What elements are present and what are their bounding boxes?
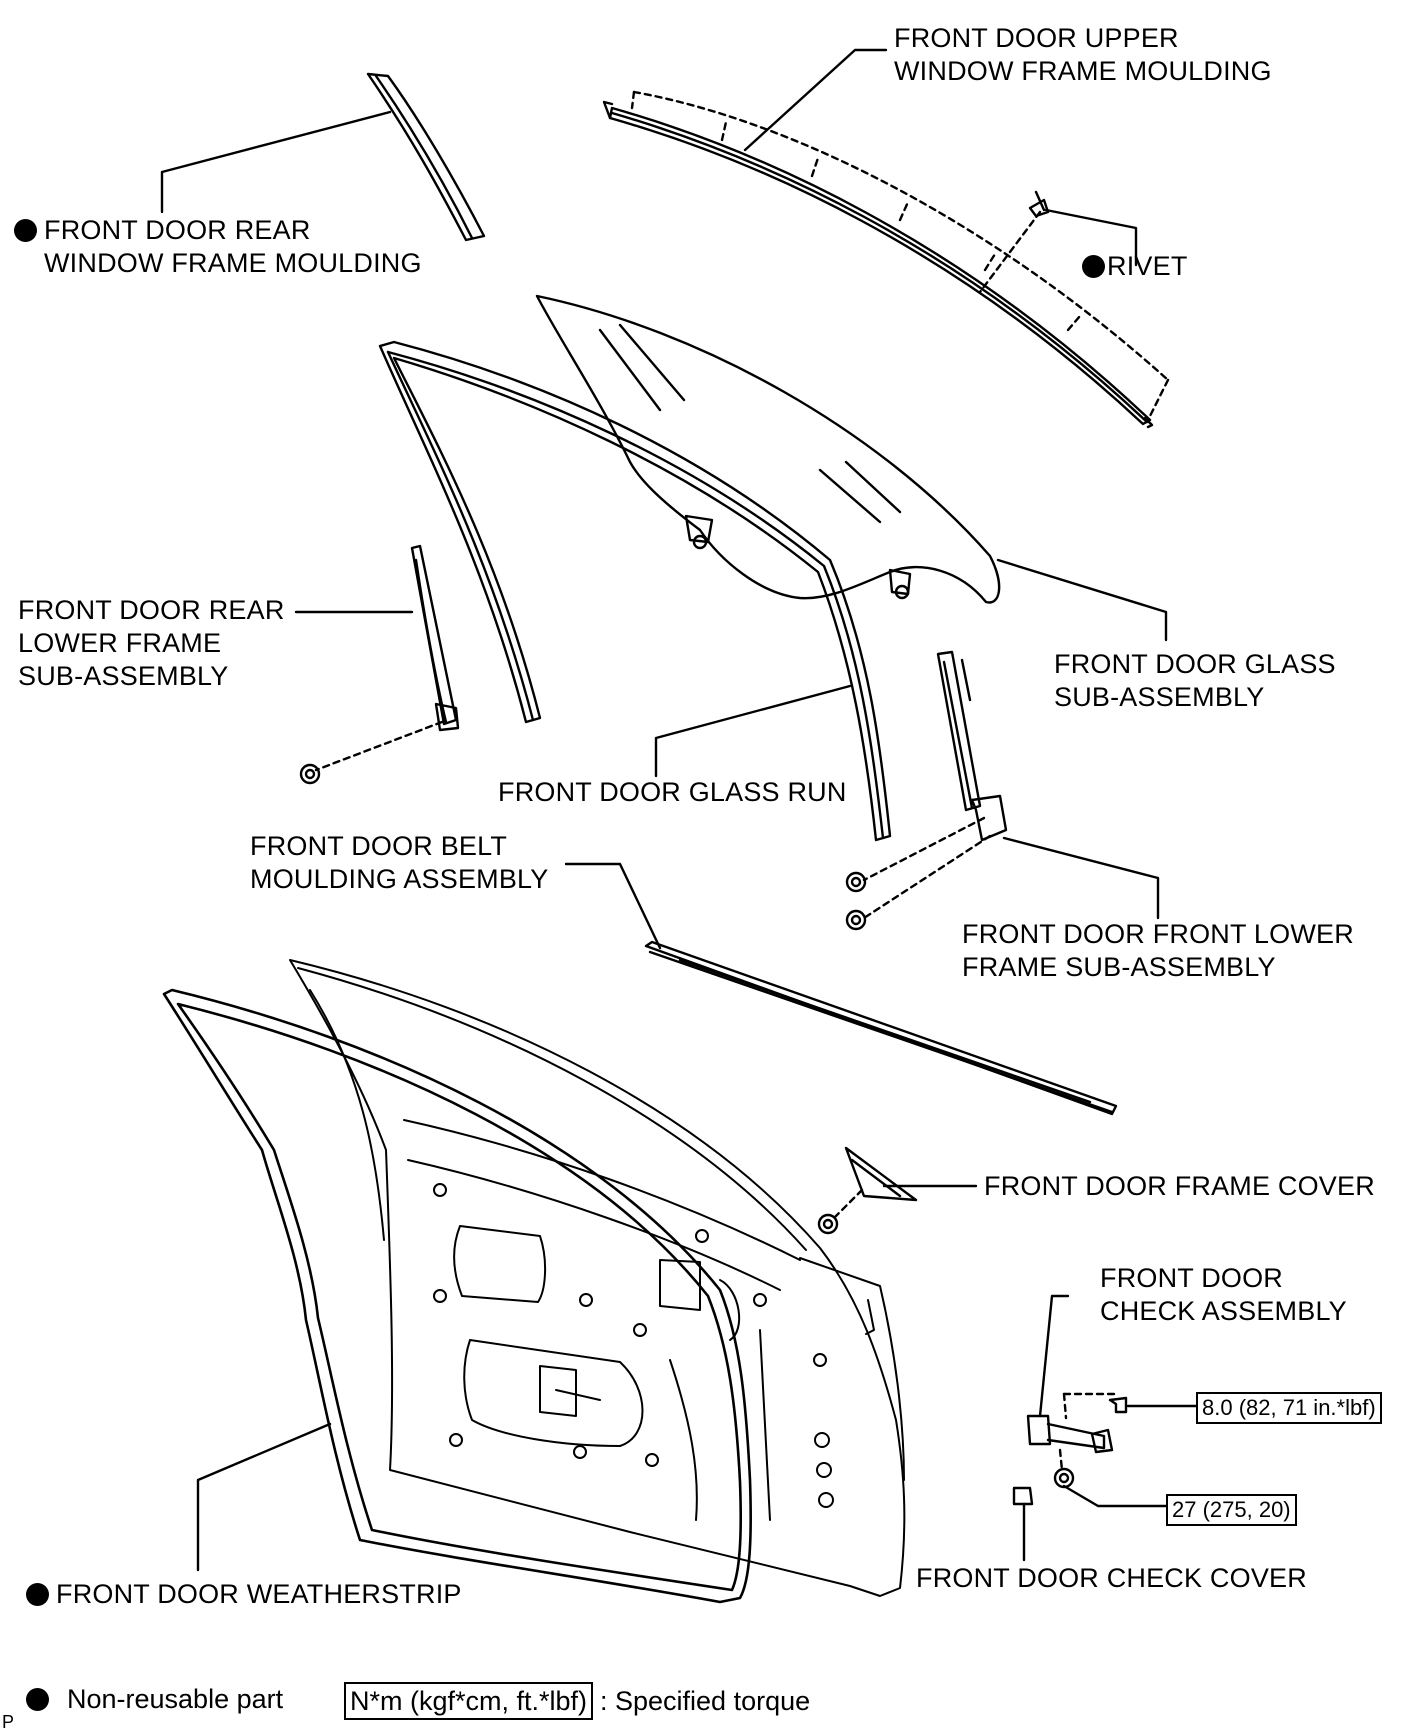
label-check-assembly: FRONT DOOR CHECK ASSEMBLY bbox=[1100, 1263, 1347, 1326]
weatherstrip bbox=[162, 988, 752, 1604]
leader-rivet bbox=[1044, 208, 1138, 267]
non-reusable-icon bbox=[26, 1583, 49, 1606]
leader-glass-run bbox=[654, 684, 852, 778]
label-check-cover: FRONT DOOR CHECK COVER bbox=[916, 1563, 1307, 1593]
torque-check-nut: 8.0 (82, 71 in.*lbf) bbox=[1196, 1392, 1382, 1424]
leader-weatherstrip bbox=[196, 1422, 332, 1572]
leader-torque-bolt bbox=[1062, 1484, 1168, 1508]
legend-torque-unit: N*m (kgf*cm, ft.*lbf) bbox=[344, 1682, 594, 1720]
label-rear-moulding: FRONT DOOR REAR WINDOW FRAME MOULDING bbox=[14, 214, 422, 280]
rivet bbox=[978, 190, 1050, 294]
label-rear-lower-frame: FRONT DOOR REAR LOWER FRAME SUB-ASSEMBLY bbox=[18, 595, 285, 691]
non-reusable-icon bbox=[14, 219, 37, 242]
leader-glass bbox=[996, 558, 1168, 642]
rear-window-frame-moulding bbox=[366, 72, 486, 242]
label-glass-run: FRONT DOOR GLASS RUN bbox=[498, 777, 847, 807]
leader-belt bbox=[564, 862, 662, 950]
torque-check-bolt: 27 (275, 20) bbox=[1166, 1494, 1297, 1526]
check-assembly bbox=[1012, 1392, 1128, 1506]
label-upper-moulding: FRONT DOOR UPPER WINDOW FRAME MOULDING bbox=[894, 23, 1272, 86]
glass-run bbox=[378, 340, 892, 842]
door-shell bbox=[289, 959, 906, 1597]
leader-front-lower bbox=[1002, 836, 1160, 920]
corner-mark: P bbox=[2, 1712, 15, 1732]
label-weatherstrip: FRONT DOOR WEATHERSTRIP bbox=[26, 1578, 462, 1611]
rear-lower-frame bbox=[299, 544, 460, 785]
label-glass: FRONT DOOR GLASS SUB-ASSEMBLY bbox=[1054, 649, 1336, 712]
door-glass bbox=[535, 294, 1001, 604]
non-reusable-icon bbox=[26, 1688, 49, 1711]
label-rivet: RIVET bbox=[1082, 250, 1188, 283]
non-reusable-icon bbox=[1082, 255, 1105, 278]
label-belt-moulding: FRONT DOOR BELT MOULDING ASSEMBLY bbox=[250, 831, 549, 894]
leader-rear-moulding bbox=[160, 110, 392, 214]
label-front-lower-frame: FRONT DOOR FRONT LOWER FRAME SUB-ASSEMBL… bbox=[962, 919, 1354, 982]
front-lower-frame bbox=[845, 650, 1008, 931]
upper-window-frame-moulding bbox=[602, 90, 1170, 429]
leader-upper bbox=[743, 48, 888, 152]
frame-cover bbox=[817, 1146, 918, 1235]
legend-torque-desc: : Specified torque bbox=[600, 1686, 811, 1716]
belt-moulding bbox=[644, 940, 1118, 1116]
label-frame-cover: FRONT DOOR FRAME COVER bbox=[984, 1171, 1375, 1201]
leader-check-assembly bbox=[1038, 1294, 1070, 1418]
legend-non-reusable: Non-reusable part bbox=[26, 1682, 283, 1716]
